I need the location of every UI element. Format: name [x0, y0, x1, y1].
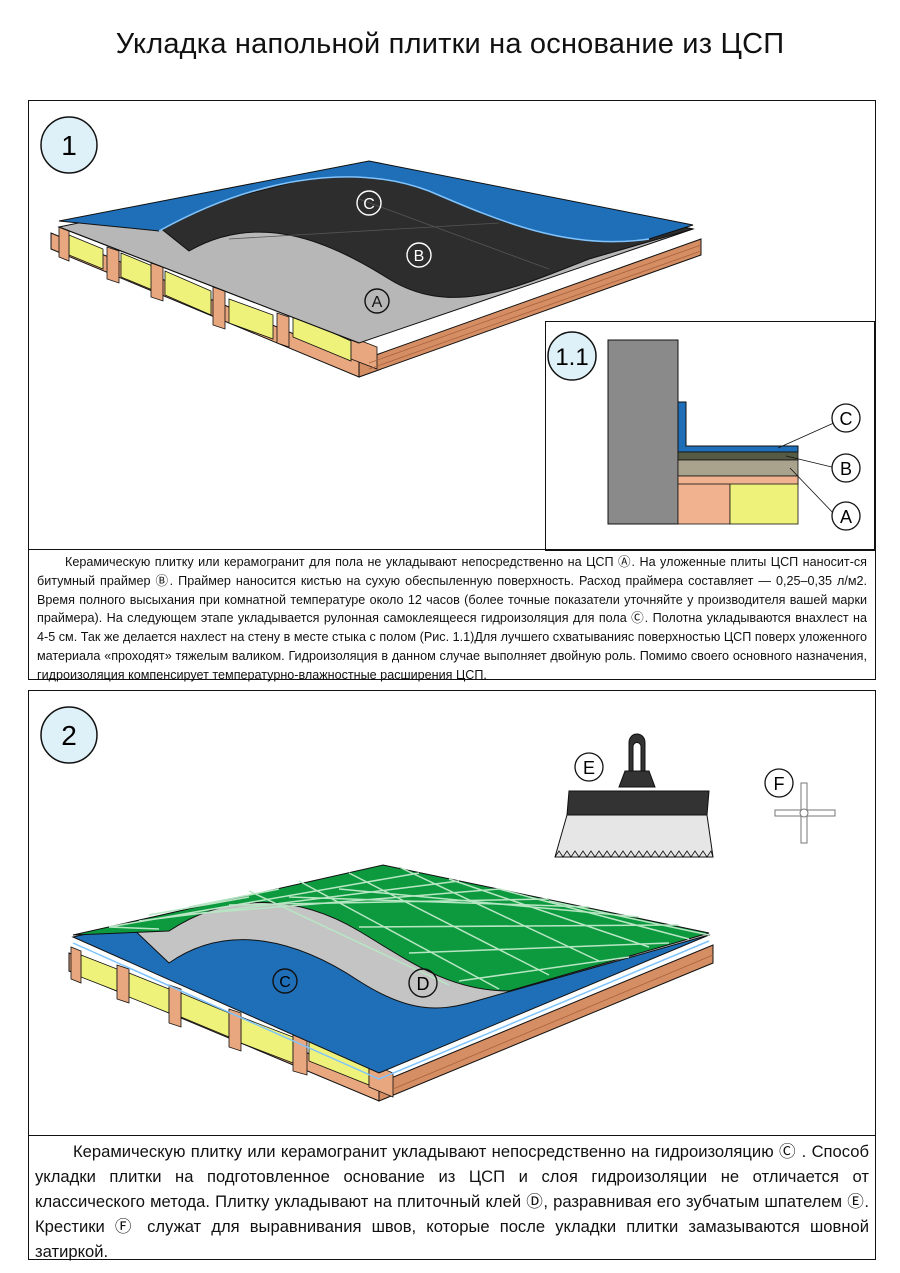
bitumen-section — [678, 452, 798, 460]
notched-trowel-icon — [555, 734, 713, 857]
label-e: E — [575, 753, 603, 781]
step2-floor-illustration: 2 E F — [29, 691, 877, 1137]
inset-number: 1.1 — [555, 344, 588, 371]
step1-divider — [29, 549, 875, 550]
svg-text:B: B — [840, 459, 852, 479]
inset-label-b: B — [832, 454, 860, 482]
svg-text:A: A — [840, 507, 852, 527]
label-f: F — [765, 769, 793, 797]
step1-description: Керамическую плитку или керамогранит для… — [37, 553, 867, 685]
label-b-text: B — [414, 248, 425, 265]
csp-section — [678, 460, 798, 476]
step2-description: Керамическую плитку или керамогранит укл… — [35, 1139, 869, 1264]
inset-label-c: C — [832, 404, 860, 432]
label-c2-text: C — [279, 974, 291, 991]
label-a-text: A — [372, 294, 383, 311]
label-e-text: E — [583, 758, 595, 778]
step1-number: 1 — [61, 130, 77, 161]
detail-inset-1-1: 1.1 C B — [545, 321, 875, 551]
membrane-section — [678, 402, 798, 452]
label-f-text: F — [774, 774, 785, 794]
label-c-text: C — [363, 196, 375, 213]
step2-number: 2 — [61, 720, 77, 751]
step1-panel: 1 — [28, 100, 876, 680]
wall-joint-section: 1.1 C B — [546, 322, 876, 552]
step2-panel: 2 E F — [28, 690, 876, 1260]
wall-section — [608, 340, 678, 524]
step2-divider — [29, 1135, 875, 1136]
label-d-text: D — [417, 974, 430, 994]
page-title: Укладка напольной плитки на основание из… — [0, 28, 900, 61]
svg-text:C: C — [840, 409, 853, 429]
inset-label-a: A — [832, 502, 860, 530]
